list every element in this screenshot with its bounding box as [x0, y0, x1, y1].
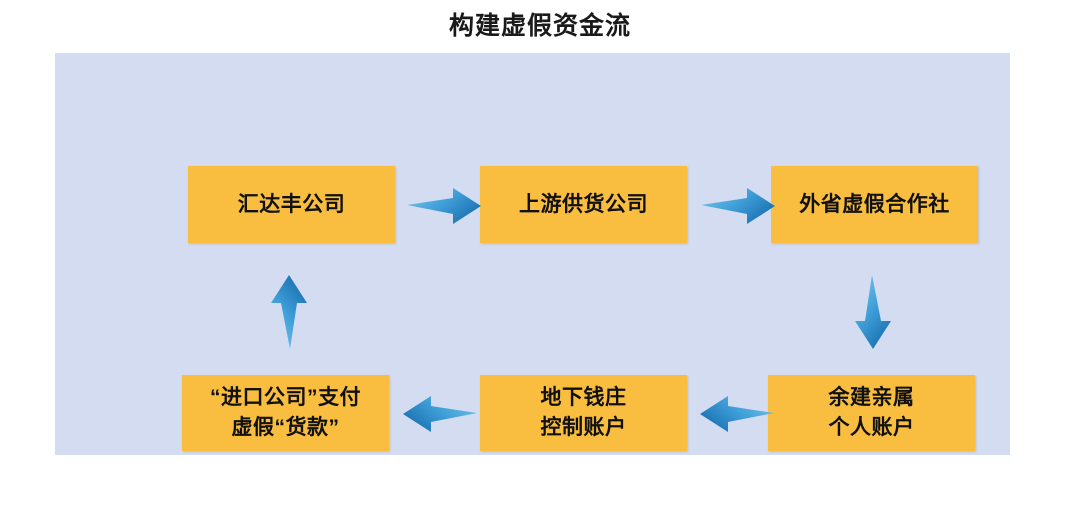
- node-huidafeng[interactable]: 汇达丰公司: [188, 166, 395, 243]
- arrow-right-icon-2: [701, 188, 775, 224]
- arrow-right-icon-1: [407, 188, 481, 224]
- node-upstream-supplier[interactable]: 上游供货公司: [480, 166, 687, 243]
- node-fake-cooperative[interactable]: 外省虚假合作社: [771, 166, 978, 243]
- node-relatives-personal-account[interactable]: 余建亲属 个人账户: [768, 375, 975, 451]
- arrow-left-icon-2: [403, 396, 477, 432]
- diagram-title: 构建虚假资金流: [448, 12, 631, 40]
- arrow-down-icon: [855, 275, 891, 349]
- diagram-panel: 汇达丰公司 上游供货公司 外省虚假合作社 余建亲属 个人账户 地下钱庄 控制账户…: [55, 53, 1010, 455]
- arrow-left-icon-1: [700, 396, 774, 432]
- node-import-company-payment[interactable]: “进口公司”支付 虚假“货款”: [182, 375, 389, 451]
- arrow-up-icon: [271, 275, 307, 349]
- node-underground-bank-account[interactable]: 地下钱庄 控制账户: [480, 375, 687, 451]
